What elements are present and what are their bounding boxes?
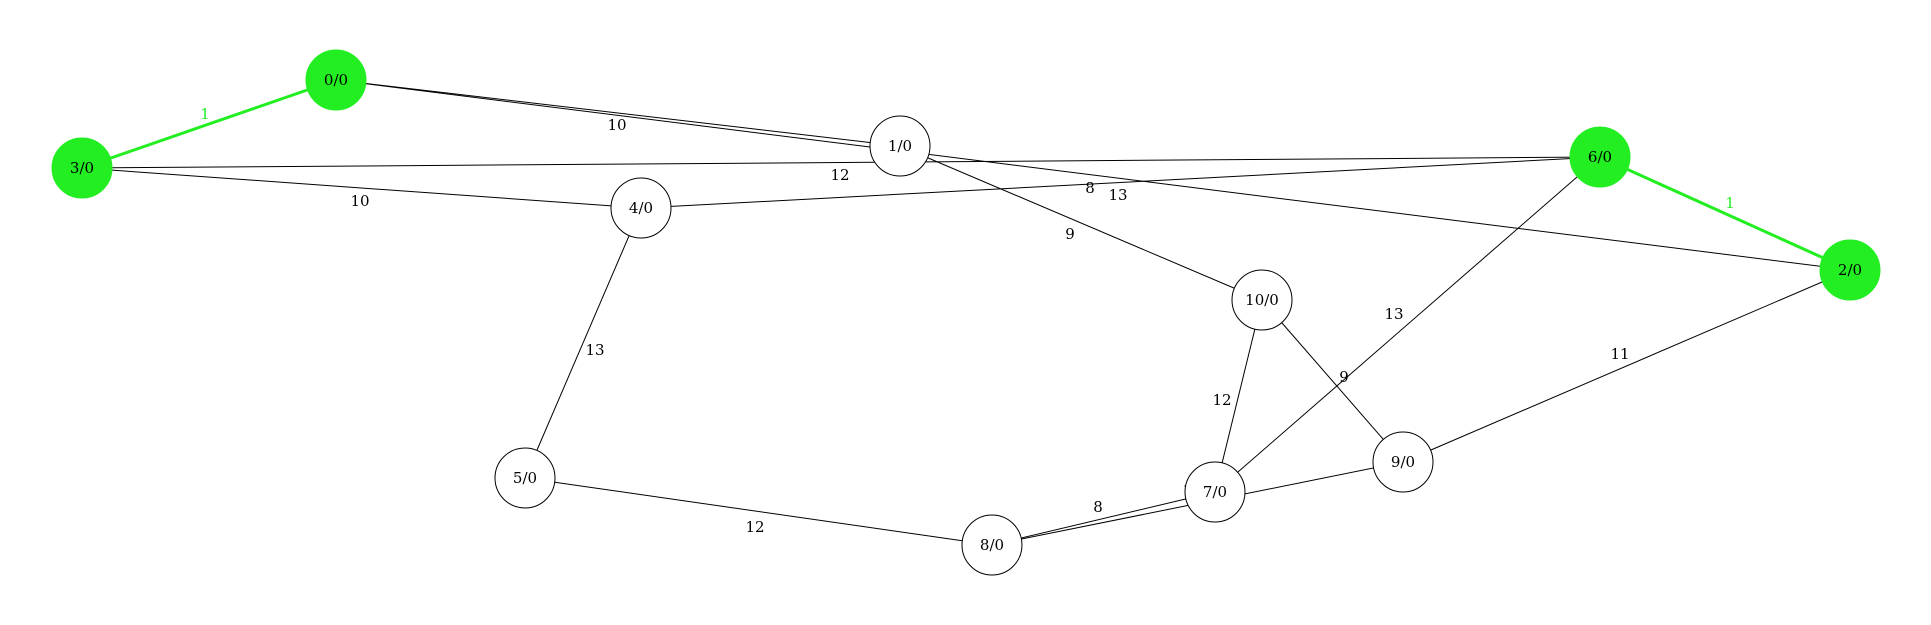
node-circle[interactable] [1569,126,1631,188]
edge-weight-label: 13 [1384,305,1403,323]
edge-weight-label: 13 [1108,186,1127,204]
node-7[interactable]: 7/0 [1184,461,1246,523]
node-circle[interactable] [1231,269,1293,331]
edge-weight-label: 12 [745,518,764,536]
node-circle[interactable] [494,447,556,509]
edge-weight-label: 1 [200,105,210,123]
node-circle[interactable] [610,177,672,239]
node-label: 10/0 [1245,291,1279,309]
node-circle[interactable] [1372,431,1434,493]
node-circle[interactable] [1184,461,1246,523]
edge-weight-label: 13 [585,341,604,359]
node-label: 9/0 [1391,453,1415,471]
edges-layer [81,78,1851,546]
edge-5-8 [524,477,993,546]
node-3[interactable]: 3/0 [51,137,113,199]
node-circle[interactable] [869,115,931,177]
node-4[interactable]: 4/0 [610,177,672,239]
edge-8-7 [991,491,1216,546]
node-label: 1/0 [888,137,912,155]
node-circle[interactable] [1819,239,1881,301]
node-label: 3/0 [70,159,94,177]
edge-9-2 [1402,269,1851,463]
edge-weight-label: 9 [1339,368,1349,386]
node-10[interactable]: 10/0 [1231,269,1293,331]
node-0[interactable]: 0/0 [305,49,367,111]
node-5[interactable]: 5/0 [494,447,556,509]
node-circle[interactable] [51,137,113,199]
edge-4-5 [524,207,642,479]
node-label: 6/0 [1588,148,1612,166]
edge-weight-label: 1 [1725,194,1735,212]
edge-6-7 [1214,156,1601,493]
edge-1-10 [899,145,1263,301]
edge-3-0 [81,78,337,170]
edge-labels-layer: 11101312108913128101291311 [200,105,1735,536]
node-circle[interactable] [961,514,1023,576]
edge-weight-label: 10 [350,192,369,210]
node-label: 7/0 [1203,483,1227,501]
edge-0-2 [335,79,1851,271]
node-6[interactable]: 6/0 [1569,126,1631,188]
edge-weight-label: 12 [1212,391,1231,409]
edge-3-6 [81,156,1601,169]
edge-6-2 [1599,155,1851,272]
edge-weight-label: 11 [1610,345,1629,363]
edge-weight-label: 10 [607,116,626,134]
edge-0-1 [335,79,901,147]
edge-weight-label: 9 [1065,225,1075,243]
node-9[interactable]: 9/0 [1372,431,1434,493]
edge-10-9 [1261,299,1404,463]
edge-weight-label: 12 [830,166,849,184]
nodes-layer: 0/0 1/0 2/0 3/0 4/0 5/0 6/0 7/0 8/0 9/0 10/0 [51,49,1881,576]
node-circle[interactable] [305,49,367,111]
edge-4-6 [640,156,1601,209]
node-8[interactable]: 8/0 [961,514,1023,576]
node-label: 0/0 [324,71,348,89]
edge-3-4 [81,167,642,209]
node-label: 5/0 [513,469,537,487]
node-label: 4/0 [629,199,653,217]
edge-weight-label: 8 [1093,498,1103,516]
edge-10-7 [1214,299,1263,493]
node-label: 8/0 [980,536,1004,554]
node-label: 2/0 [1838,261,1862,279]
node-2[interactable]: 2/0 [1819,239,1881,301]
edge-weight-label: 8 [1085,179,1095,197]
node-1[interactable]: 1/0 [869,115,931,177]
